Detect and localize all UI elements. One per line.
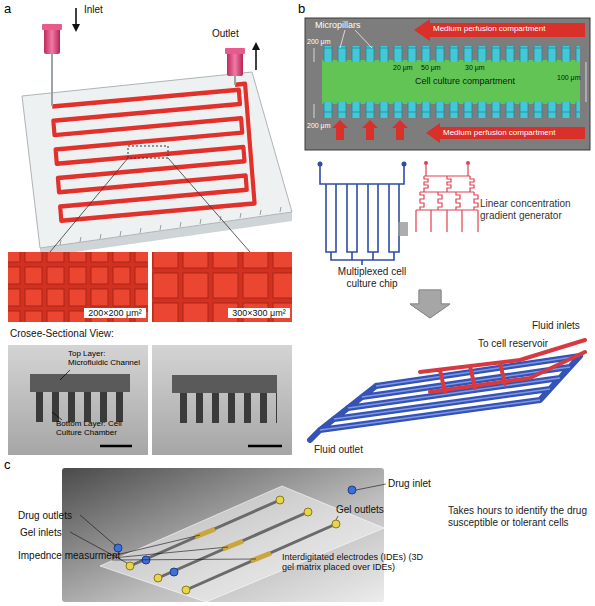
figure-label: Takes hours to identify the drug suscept…: [448, 505, 590, 528]
flow-arrow: [332, 120, 348, 140]
electrodes: [195, 529, 271, 561]
panel-label: Drug inlet: [388, 478, 431, 490]
panel-label: Interdigitated electrodes (IDEs) (3D gel…: [282, 552, 432, 573]
panel-label: 200 μm: [307, 38, 331, 46]
panel-label: Drug outlets: [18, 510, 72, 522]
flow-arrow: [75, 8, 77, 30]
flow-arrow: [255, 44, 257, 70]
scale-bar: [248, 445, 282, 448]
flow-arrow: [362, 120, 378, 140]
figure-panel: 300×300 μm²: [152, 252, 292, 322]
figure-label: a: [4, 2, 11, 17]
gel-channels: [130, 500, 336, 590]
inset-background: [8, 252, 148, 322]
figure-panel: Multiplexed cell culture chip: [310, 158, 432, 290]
panel-label: Impednce measurment: [18, 550, 120, 562]
inlet-port: [402, 162, 407, 167]
gradient-channels: [416, 165, 478, 232]
schematic-frame: [305, 18, 590, 150]
inlet-connector: [44, 28, 60, 54]
panel-label: Gel outlets: [336, 504, 384, 516]
panel-label: 300×300 μm²: [228, 308, 290, 318]
inset-background: [152, 252, 292, 322]
drug-port: [348, 486, 356, 494]
panel-label: 30 μm: [465, 64, 485, 72]
panel-label: Medium perfusion compartment: [443, 128, 556, 137]
panel-label: Fluid inlets: [532, 320, 580, 332]
block-arrow: [410, 290, 450, 318]
connector-cap: [225, 48, 245, 54]
sem-channel: [172, 375, 277, 393]
figure-label: Crosee-Sectional View:: [10, 328, 114, 340]
pillar-row: [322, 102, 580, 118]
panel-label: Linear concentration gradient generator: [480, 198, 588, 221]
needle: [51, 54, 53, 106]
inlet-port: [424, 161, 428, 165]
cell-compartment: [322, 60, 580, 104]
panel-label: 100 μm: [557, 74, 581, 82]
panel-label: Fluid outlet: [314, 444, 363, 456]
gel-port: [276, 496, 284, 504]
connector-cap: [42, 24, 62, 30]
device-render: [62, 468, 384, 602]
figure-label: b: [298, 2, 305, 17]
flow-arrow: [426, 123, 585, 143]
panel-label: Micropillars: [315, 20, 361, 30]
panel-label: Cell culture compartment: [415, 76, 515, 86]
zoom-lines: [50, 158, 250, 252]
chip-body: [100, 486, 384, 602]
figure-panel: Linear concentration gradient generator: [418, 158, 592, 290]
inlet-port: [466, 161, 470, 165]
scale-bar: [100, 445, 132, 448]
panel-label: To cell reservoir: [478, 338, 548, 350]
panel-label: Top Layer: Microfluidic Channel: [68, 349, 146, 367]
needle: [234, 76, 236, 85]
zoom-region: [128, 146, 168, 158]
chamber-grid: [152, 252, 292, 322]
figure-panel: 200×200 μm²: [8, 252, 148, 322]
figure-label: c: [4, 458, 11, 473]
sem-channel: [30, 374, 130, 392]
gel-port: [126, 562, 134, 570]
pillar-row: [322, 46, 580, 62]
panel-label: 50 μm: [421, 64, 441, 72]
gel-port: [304, 508, 312, 516]
inlet-port: [318, 162, 323, 167]
block-arrow: [410, 290, 450, 318]
flow-arrow: [392, 120, 408, 140]
serpentine-group: [52, 84, 255, 221]
zoom-box: [398, 222, 408, 236]
figure-panel: Top Layer: Microfluidic ChannelBottom La…: [8, 345, 148, 455]
drug-port: [170, 568, 178, 576]
gel-port: [154, 574, 162, 582]
outlet-connector: [227, 52, 243, 76]
figure-panel: Drug inletDrug outlets Gel outletsGel inl…: [12, 466, 440, 604]
serpentine-channel: [52, 84, 255, 221]
flow-arrow: [414, 19, 585, 41]
sem-image: [152, 345, 292, 455]
dimension-lines: [314, 30, 586, 118]
panel-label: Multiplexed cell culture chip: [322, 266, 422, 289]
figure-panel: MicropillarsMedium perfusion compartment…: [305, 18, 590, 150]
sem-pillars: [30, 392, 130, 422]
chamber-grid: [8, 252, 148, 322]
panel-label: Gel inlets: [20, 527, 62, 539]
figure-label: Inlet: [84, 4, 103, 16]
panel-label: 200 μm: [307, 122, 331, 130]
gel-port: [332, 520, 340, 528]
gel-port: [182, 586, 190, 594]
sem-image: [8, 345, 148, 455]
chip-channels: [320, 166, 404, 265]
glass-chip: [22, 72, 292, 248]
panel-label: Medium perfusion compartment: [433, 24, 546, 33]
leader-line: [52, 370, 70, 420]
sem-pillars: [172, 393, 277, 423]
panel-label: Bottom Layer: Cell Culture Chamber: [56, 419, 144, 437]
figure-panel: Fluid inlets To cell reservoirFluid outle…: [300, 318, 592, 458]
panel-label: 20 μm: [393, 64, 413, 72]
figure-label: Outlet: [212, 28, 239, 40]
panel-label: 200×200 μm²: [84, 308, 146, 318]
